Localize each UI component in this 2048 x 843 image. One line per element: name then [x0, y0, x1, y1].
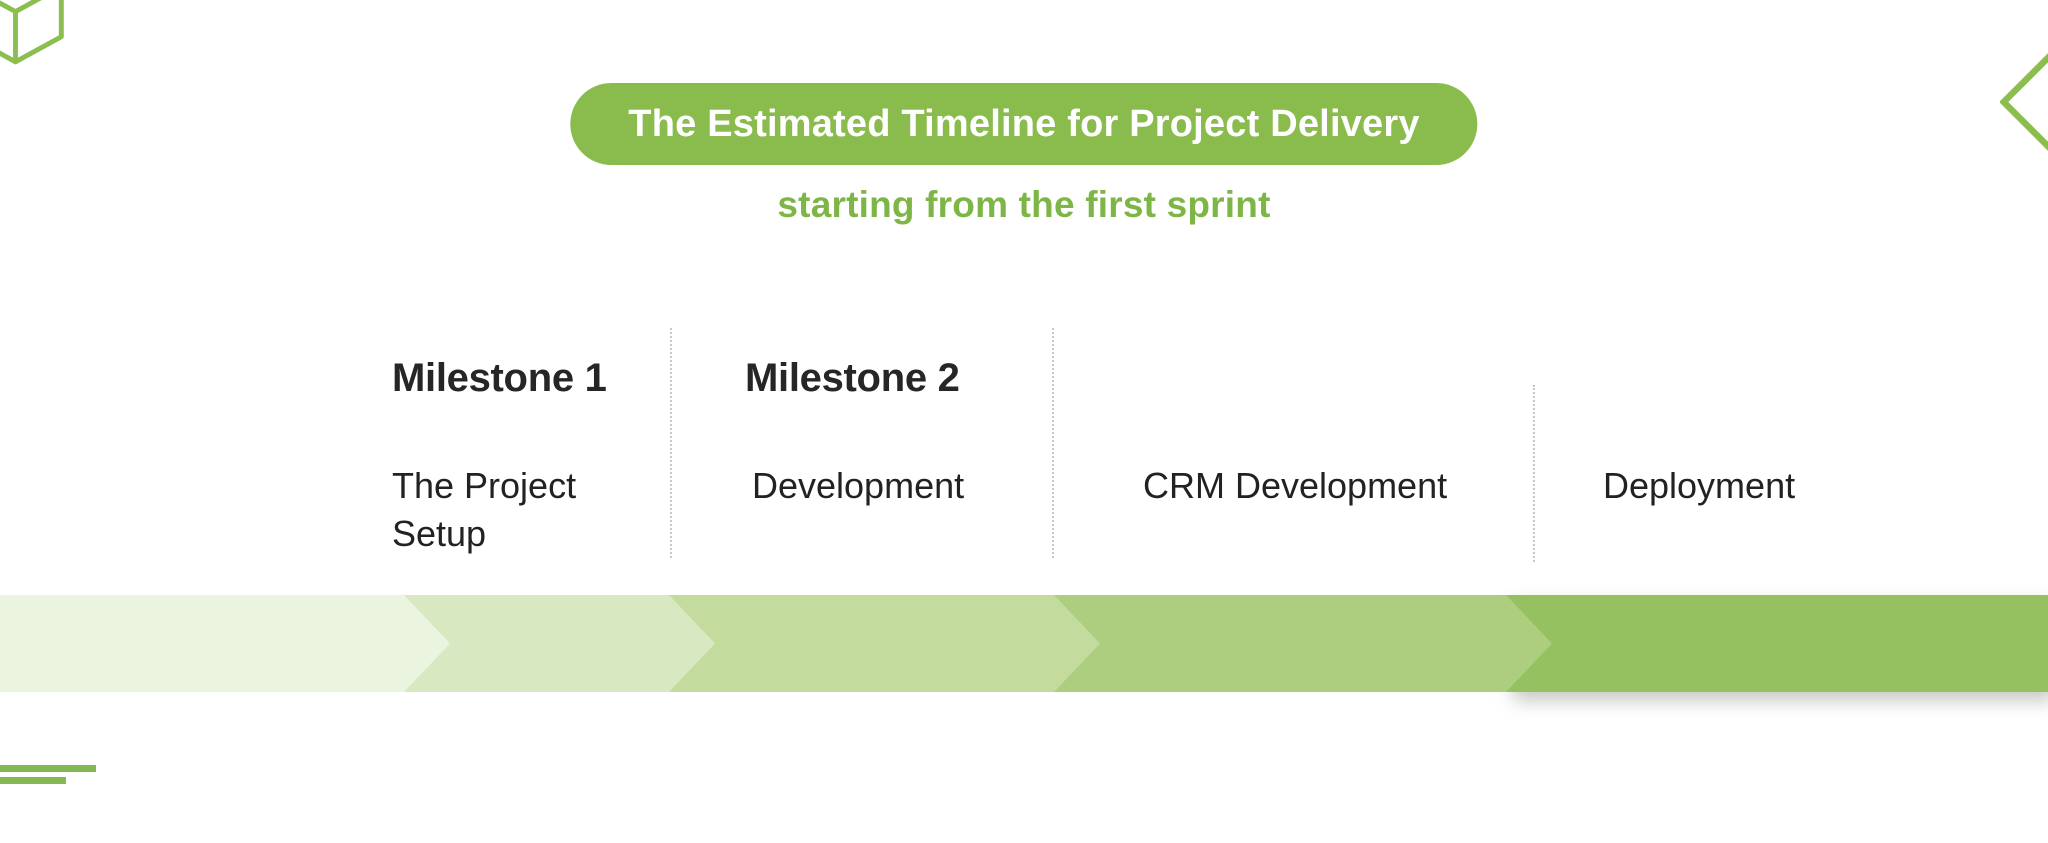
cube-outline-icon: [0, 0, 64, 65]
diamond-outline-icon: [2000, 53, 2048, 151]
timeline-bar: [0, 595, 2048, 692]
milestone-1-label: Milestone 1: [392, 356, 607, 400]
slide-subtitle: starting from the first sprint: [777, 184, 1271, 225]
slide-title: The Estimated Timeline for Project Deliv…: [628, 102, 1420, 145]
timeline-segment-4: [1054, 595, 1552, 692]
timeline-segment-2: [404, 595, 715, 692]
phase-project-setup-label: The Project Setup: [392, 465, 577, 554]
timeline-segment-1: [0, 595, 450, 692]
timeline-segment-5: [1506, 595, 2048, 692]
accent-line-short: [0, 777, 66, 784]
timeline-segment-3: [669, 595, 1100, 692]
accent-line-long: [0, 765, 96, 772]
milestone-2-label: Milestone 2: [745, 356, 960, 400]
phase-deployment-label: Deployment: [1603, 465, 1796, 506]
phase-crm-development-label: CRM Development: [1143, 465, 1448, 506]
column-divider: [1052, 328, 1054, 558]
column-divider: [1533, 385, 1535, 562]
phase-development-label: Development: [752, 465, 965, 506]
title-pill: The Estimated Timeline for Project Deliv…: [570, 83, 1478, 165]
column-divider: [670, 328, 672, 558]
